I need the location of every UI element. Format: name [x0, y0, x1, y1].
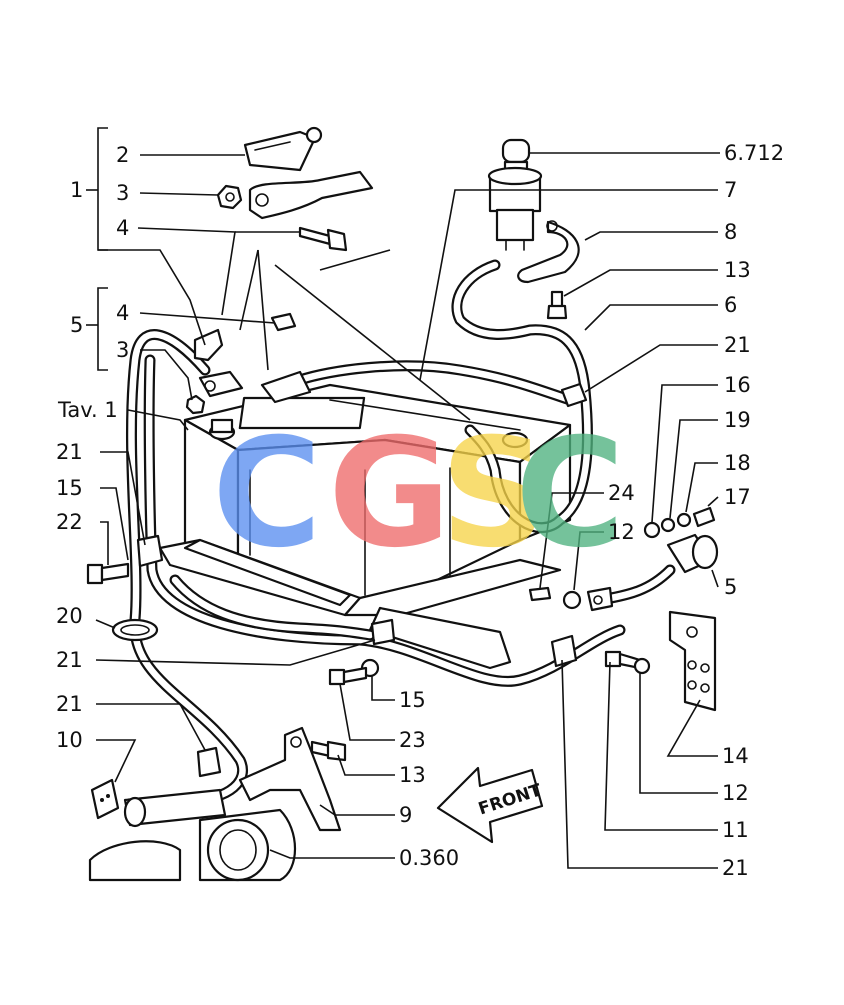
part-label-24: 24	[608, 481, 635, 505]
starter-motor	[88, 788, 297, 882]
part-label-12b: 12	[722, 781, 749, 805]
cable-clip-21d	[550, 634, 578, 668]
watermark-letter-g: G	[328, 407, 451, 581]
terminal-cover-part	[243, 126, 323, 172]
part-label-2: 2	[116, 143, 129, 167]
part-label-9: 9	[399, 803, 412, 827]
part-label-13a: 13	[724, 258, 751, 282]
part-label-21e: 21	[722, 856, 749, 880]
leader-lines	[86, 127, 720, 869]
part-label-tav1: Tav. 1	[57, 398, 118, 422]
starter-switch	[487, 138, 543, 251]
battery	[183, 383, 572, 607]
cable-main-ground	[126, 329, 248, 806]
cable-clip-21b	[136, 534, 164, 568]
cable-battery-neg	[169, 574, 376, 641]
washer-18	[676, 512, 692, 528]
terminal-clamp	[248, 170, 374, 220]
bolt-22	[86, 562, 130, 585]
watermark-letter-c1: C	[212, 407, 322, 581]
battery-tray	[158, 538, 562, 670]
part-label-17: 17	[724, 485, 751, 509]
part-label-21c: 21	[56, 692, 83, 716]
ground-strap	[517, 220, 580, 284]
cable-clip-21a	[560, 382, 588, 408]
washer-12b	[633, 657, 651, 675]
washer-16	[643, 521, 661, 539]
watermark-letter-c2: C	[515, 407, 625, 581]
part-label-11: 11	[722, 818, 749, 842]
part-label-5b: 5	[724, 575, 737, 599]
part-label-14: 14	[722, 744, 749, 768]
part-label-1: 1	[70, 178, 83, 202]
cable-clip-21c	[370, 618, 396, 646]
part-label-8: 8	[724, 220, 737, 244]
part-label-10: 10	[56, 728, 83, 752]
part-label-12a: 12	[608, 520, 635, 544]
part-label-21b: 21	[56, 648, 83, 672]
part-label-6: 6	[724, 293, 737, 317]
front-direction-arrow: FRONT	[436, 766, 544, 844]
cgsc-watermark: C G S C	[212, 407, 625, 581]
part-label-15b: 15	[399, 688, 426, 712]
screw-17	[692, 506, 716, 528]
terminal-10	[90, 778, 120, 820]
part-label-7: 7	[724, 178, 737, 202]
part-label-18: 18	[724, 451, 751, 475]
bolt-24	[528, 586, 552, 602]
part-label-3a: 3	[116, 181, 129, 205]
bolt-13b	[310, 740, 347, 762]
part-label-6712: 6.712	[724, 141, 784, 165]
part-label-4a: 4	[116, 216, 129, 240]
part-label-21d: 21	[724, 333, 751, 357]
hose-clamp	[111, 618, 159, 642]
starter-bracket-9	[238, 726, 342, 832]
mounting-bracket-14	[668, 610, 717, 712]
cable-top-cross	[294, 360, 576, 406]
part-label-16: 16	[724, 373, 751, 397]
part-label-19: 19	[724, 408, 751, 432]
ring-terminal	[586, 586, 614, 612]
part-label-3b: 3	[116, 338, 129, 362]
watermark-letter-s: S	[440, 407, 548, 581]
part-label-22: 22	[56, 510, 83, 534]
washer-12a	[562, 590, 582, 610]
part-label-13b: 13	[399, 763, 426, 787]
part-label-5a: 5	[70, 313, 83, 337]
cable-clip-21e	[196, 746, 222, 778]
washer-19	[660, 517, 676, 533]
bolt-23	[328, 666, 368, 686]
part-label-20: 20	[56, 604, 83, 628]
cable-left-front	[143, 354, 626, 687]
part-label-21a: 21	[56, 440, 83, 464]
part-label-15a: 15	[56, 476, 83, 500]
nut-part	[216, 184, 243, 210]
bolt-part	[298, 226, 348, 252]
part-label-0360: 0.360	[399, 846, 459, 870]
connector-5	[666, 533, 719, 574]
part-label-23: 23	[399, 728, 426, 752]
part-labels: 1 2 3 4 5 4 3 Tav. 1 21 15 22 20 21 21 1…	[56, 141, 784, 880]
part-label-4b: 4	[116, 301, 129, 325]
screw-13a	[546, 290, 568, 320]
